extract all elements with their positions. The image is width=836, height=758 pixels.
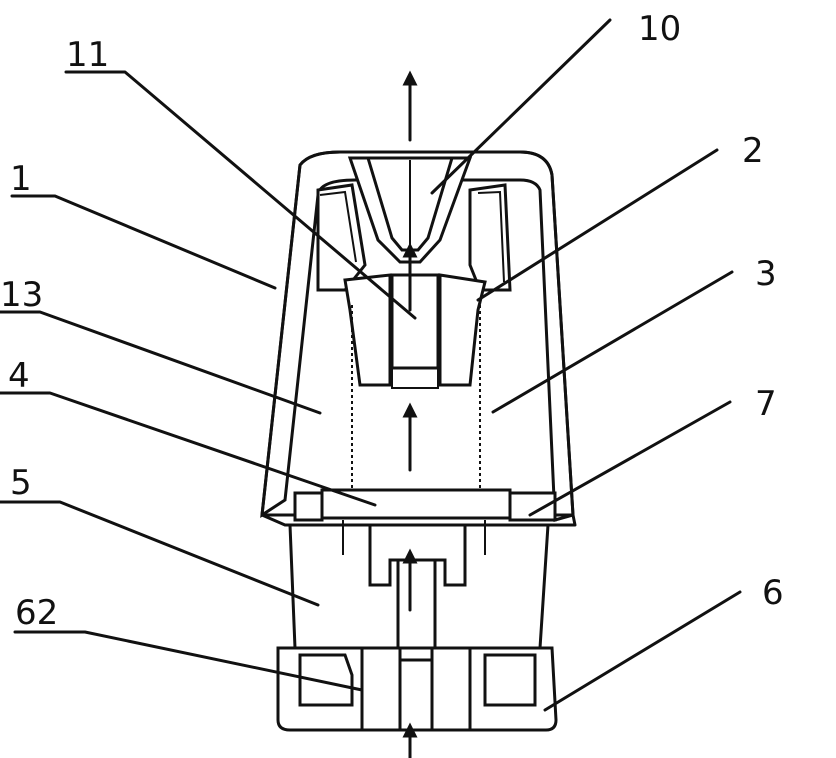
part-labels: 10 11 2 1 3 13 4 7 5 6 62 bbox=[0, 9, 784, 633]
label-7: 7 bbox=[755, 384, 777, 424]
label-10: 10 bbox=[638, 9, 681, 49]
label-2: 2 bbox=[742, 131, 764, 171]
heating-coil bbox=[351, 305, 481, 492]
label-13: 13 bbox=[0, 275, 43, 315]
label-3: 3 bbox=[755, 254, 777, 294]
label-4: 4 bbox=[8, 356, 30, 396]
label-11: 11 bbox=[66, 35, 109, 75]
air-tube bbox=[343, 273, 487, 389]
base-body bbox=[288, 520, 550, 650]
seal-ring bbox=[293, 491, 557, 522]
label-1: 1 bbox=[10, 159, 32, 199]
label-5: 5 bbox=[10, 463, 32, 503]
electrodes bbox=[360, 646, 472, 732]
atomizing-core bbox=[320, 488, 512, 520]
leader-lines bbox=[0, 18, 742, 712]
outer-shell bbox=[260, 150, 577, 527]
label-62: 62 bbox=[15, 593, 58, 633]
label-6: 6 bbox=[762, 573, 784, 613]
